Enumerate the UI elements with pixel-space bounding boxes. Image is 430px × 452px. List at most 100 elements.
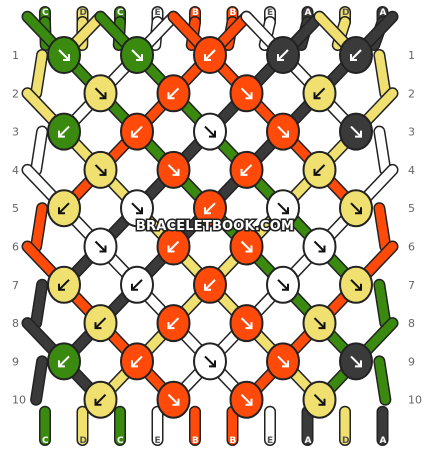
knot-arrow-shaft [313,164,326,176]
knot[interactable] [302,227,337,266]
knot[interactable] [229,380,264,419]
knot[interactable] [339,342,373,381]
knot[interactable] [339,189,373,228]
knot-arrow-head [245,245,253,253]
knot-arrow-head [99,92,107,100]
knot-arrow-head [350,54,357,61]
knot[interactable] [229,150,264,189]
strand-segment [31,356,47,405]
knot[interactable] [83,380,118,419]
knot[interactable] [229,227,264,266]
knot[interactable] [193,112,227,151]
knot-arrow-head [318,398,326,406]
knot-arrow-shaft [167,240,180,253]
knot-arrow-shaft [313,393,326,406]
knot-arrow-shaft [240,87,253,100]
knot-arrow-head [209,130,216,138]
knot[interactable] [47,265,81,304]
knot[interactable] [120,36,154,74]
knot-arrow-head [58,207,65,215]
strand-label-top: E [155,8,161,18]
knot[interactable] [266,112,300,151]
knot[interactable] [193,36,227,74]
knot-arrow-shaft [58,202,70,214]
knot[interactable] [339,112,373,151]
knot-arrow-shaft [204,279,216,291]
knot[interactable] [193,189,227,228]
knot-arrow-head [245,398,253,406]
knot[interactable] [156,74,191,113]
knot-arrow-head [355,130,362,138]
knot-arrow-shaft [240,164,253,176]
knot-arrow-shaft [313,240,326,253]
knot[interactable] [120,189,154,228]
strand-label-bottom: B [192,436,199,446]
knot[interactable] [339,265,373,304]
row-number-right: 5 [408,202,415,215]
knot-arrow-head [355,360,362,368]
knot[interactable] [156,150,191,189]
knot-arrow-head [99,168,107,176]
knot[interactable] [156,304,191,343]
knot[interactable] [302,150,337,189]
knot-arrow-shaft [350,202,362,214]
knot-arrow-head [355,207,362,215]
row-number-right: 10 [408,394,422,407]
knot-arrow-shaft [204,202,216,214]
strand-label-top: E [267,8,273,18]
knot[interactable] [302,304,337,343]
knot-arrow-head [204,283,211,291]
knot-arrow-shaft [131,202,143,214]
knot-arrow-head [282,360,289,368]
knot-arrow-shaft [350,49,362,61]
knot[interactable] [47,189,81,228]
knot-arrow-shaft [350,355,362,368]
strand-segment [31,50,47,98]
knot-arrow-head [245,322,253,330]
knot-arrow-head [209,360,216,368]
knot-arrow-head [240,168,248,176]
knot-arrow-shaft [240,240,253,253]
knot-arrow-head [94,322,102,330]
knot-arrow-head [172,168,180,176]
knot[interactable] [302,380,337,419]
strand-label-bottom: A [380,436,387,446]
knot-arrow-head [58,360,65,368]
knot-arrow-head [131,360,138,368]
knot[interactable] [120,265,154,304]
knot[interactable] [83,74,118,113]
knot-arrow-shaft [58,125,70,138]
knot[interactable] [83,304,118,343]
knot[interactable] [229,304,264,343]
strand-label-top: B [192,8,199,18]
strand-label-top: D [342,8,349,18]
knot[interactable] [83,227,118,266]
knot[interactable] [193,265,227,304]
knot[interactable] [339,36,373,74]
knot-arrow-head [167,245,175,253]
row-number-left: 10 [12,394,26,407]
knot[interactable] [266,342,300,381]
knot[interactable] [47,342,81,381]
knot[interactable] [83,150,118,189]
knot[interactable] [47,36,81,74]
row-number-left: 9 [12,355,19,368]
row-number-right: 7 [408,279,415,292]
knot[interactable] [120,112,154,151]
knot[interactable] [266,189,300,228]
knot[interactable] [120,342,154,381]
strand-segment [31,280,47,328]
knot[interactable] [266,36,300,74]
strand-label-bottom: B [230,436,237,446]
knot[interactable] [266,265,300,304]
knot[interactable] [302,74,337,113]
knot[interactable] [156,380,191,419]
knot[interactable] [156,227,191,266]
knot-arrow-shaft [240,317,253,329]
knot[interactable] [229,74,264,113]
knot[interactable] [193,342,227,381]
knot[interactable] [47,112,81,151]
strand-label-top: B [230,8,237,18]
